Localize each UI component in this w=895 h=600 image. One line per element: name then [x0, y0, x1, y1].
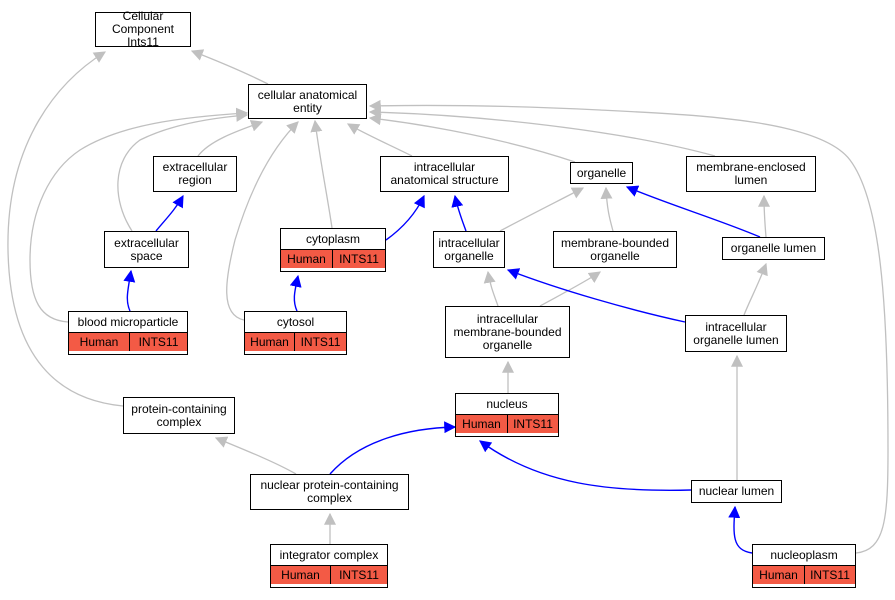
edge-part-of-cytosol-to-cytoplasm: [289, 274, 302, 312]
annotation-gene: INTS11: [810, 567, 850, 582]
annotation-row: Human INTS11: [245, 332, 346, 351]
edge-is-a-pcc-to-root: [7, 51, 124, 407]
edge-is-a-organelle-to-cae: [368, 113, 576, 163]
node-organelle-lumen[interactable]: organelle lumen: [722, 237, 825, 260]
edge-is-a-nucleoplasm-to-cae: [368, 99, 889, 554]
node-label: intracellular organelle lumen: [693, 319, 779, 347]
annotation-row: Human INTS11: [456, 414, 558, 433]
node-extracellular-space[interactable]: extracellular space: [104, 231, 189, 268]
node-label: intracellular organelle: [438, 235, 500, 263]
annotation-organism: Human: [281, 250, 333, 268]
edge-is-a-ias-to-cae: [346, 123, 413, 157]
node-label: blood microparticle: [77, 314, 179, 329]
node-label: protein-containing complex: [131, 401, 227, 429]
annotation-organism: Human: [69, 333, 130, 351]
node-label: cellular anatomical entity: [257, 87, 358, 115]
edge-is-a-extspace-to-cae: [117, 109, 249, 232]
node-label: nuclear protein-containing complex: [260, 478, 399, 505]
annotation-organism: Human: [456, 415, 508, 433]
annotation-row: Human INTS11: [753, 565, 855, 584]
edge-is-a-intorg-to-organelle: [499, 187, 585, 232]
node-label: intracellular membrane-bounded organelle: [453, 311, 562, 352]
node-label: organelle lumen: [730, 241, 817, 255]
node-intracellular-anatomical-structure[interactable]: intracellular anatomical structure: [380, 156, 509, 192]
edge-part-of-nucleoplasm-to-nuclumen: [728, 505, 753, 554]
annotation-gene: INTS11: [339, 251, 379, 266]
node-cytoplasm[interactable]: cytoplasm Human INTS11: [280, 228, 386, 272]
edge-part-of-nuclumen-to-nucleus: [479, 440, 692, 491]
node-membrane-enclosed-lumen[interactable]: membrane-enclosed lumen: [686, 156, 816, 192]
node-label: nuclear lumen: [698, 484, 775, 498]
edge-is-a-imbo-to-mbo: [539, 271, 601, 307]
annotation-row: Human INTS11: [271, 565, 387, 584]
edge-part-of-intorg-to-ias: [451, 194, 467, 232]
node-label: extracellular region: [162, 160, 228, 187]
annotation-gene: INTS11: [300, 334, 341, 349]
edge-is-a-mel-to-cae: [368, 106, 716, 157]
node-label: extracellular space: [114, 235, 179, 263]
annotation-row: Human INTS11: [281, 249, 385, 268]
node-nuclear-protein-containing-complex[interactable]: nuclear protein-containing complex: [250, 474, 409, 510]
node-cytosol[interactable]: cytosol Human INTS11: [244, 311, 347, 355]
edge-is-a-cytoplasm-to-cae: [310, 119, 333, 229]
edge-part-of-extspace-to-extreg: [155, 194, 184, 232]
annotation-organism: Human: [753, 566, 805, 584]
node-cellular-component-root[interactable]: Cellular Component Ints11: [95, 9, 191, 49]
node-intracellular-organelle-lumen[interactable]: intracellular organelle lumen: [685, 315, 787, 352]
node-label: integrator complex: [279, 547, 379, 562]
node-extracellular-region[interactable]: extracellular region: [153, 156, 237, 192]
edge-is-a-cytosol-to-cae: [226, 121, 299, 321]
node-organelle[interactable]: organelle: [570, 162, 633, 184]
node-label: nucleoplasm: [770, 547, 838, 562]
edge-is-a-imbo-to-intorg: [483, 270, 499, 307]
edge-is-a-cae-to-root: [190, 49, 269, 85]
edge-is-a-extreg-to-cae: [197, 120, 264, 157]
annotation-gene: INTS11: [138, 334, 179, 349]
edge-part-of-iol-to-intorg: [506, 268, 686, 323]
node-label: membrane-bounded organelle: [560, 235, 670, 263]
edge-part-of-cytoplasm-to-ias: [385, 194, 425, 241]
node-nuclear-lumen[interactable]: nuclear lumen: [691, 480, 782, 503]
node-intracellular-membrane-bounded-organelle[interactable]: intracellular membrane-bounded organelle: [445, 306, 570, 358]
node-protein-containing-complex[interactable]: protein-containing complex: [123, 397, 235, 434]
annotation-gene: INTS11: [339, 567, 379, 582]
node-label: intracellular anatomical structure: [390, 160, 499, 187]
edge-part-of-npcc-to-nucleus: [329, 421, 457, 475]
node-membrane-bounded-organelle[interactable]: membrane-bounded organelle: [553, 231, 677, 268]
edge-is-a-npcc-to-pcc: [214, 436, 297, 475]
node-label: organelle: [576, 165, 627, 180]
node-label: cytosol: [276, 314, 315, 329]
annotation-organism: Human: [271, 566, 331, 584]
node-intracellular-organelle[interactable]: intracellular organelle: [433, 231, 505, 268]
edge-is-a-mbo-to-organelle: [600, 186, 614, 232]
edge-is-a-bmp-to-cae: [29, 107, 249, 323]
node-blood-microparticle[interactable]: blood microparticle Human INTS11: [68, 311, 188, 355]
node-cellular-anatomical-entity[interactable]: cellular anatomical entity: [248, 84, 367, 119]
annotation-organism: Human: [245, 333, 295, 351]
annotation-row: Human INTS11: [69, 332, 187, 351]
annotation-gene: INTS11: [513, 416, 553, 431]
edge-is-a-orglumen-to-mel: [758, 194, 771, 238]
node-nucleus[interactable]: nucleus Human INTS11: [455, 393, 559, 437]
node-nucleoplasm[interactable]: nucleoplasm Human INTS11: [752, 544, 856, 588]
edge-part-of-bmp-to-extspace: [123, 269, 136, 312]
node-label: nucleus: [486, 396, 528, 411]
node-label: Cellular Component Ints11: [111, 9, 175, 49]
node-label: membrane-enclosed lumen: [696, 160, 806, 187]
node-integrator-complex[interactable]: integrator complex Human INTS11: [270, 544, 388, 588]
edge-is-a-iol-to-orglumen: [743, 262, 768, 316]
node-label: cytoplasm: [305, 231, 361, 246]
edge-part-of-orglumen-to-organelle: [625, 185, 761, 238]
